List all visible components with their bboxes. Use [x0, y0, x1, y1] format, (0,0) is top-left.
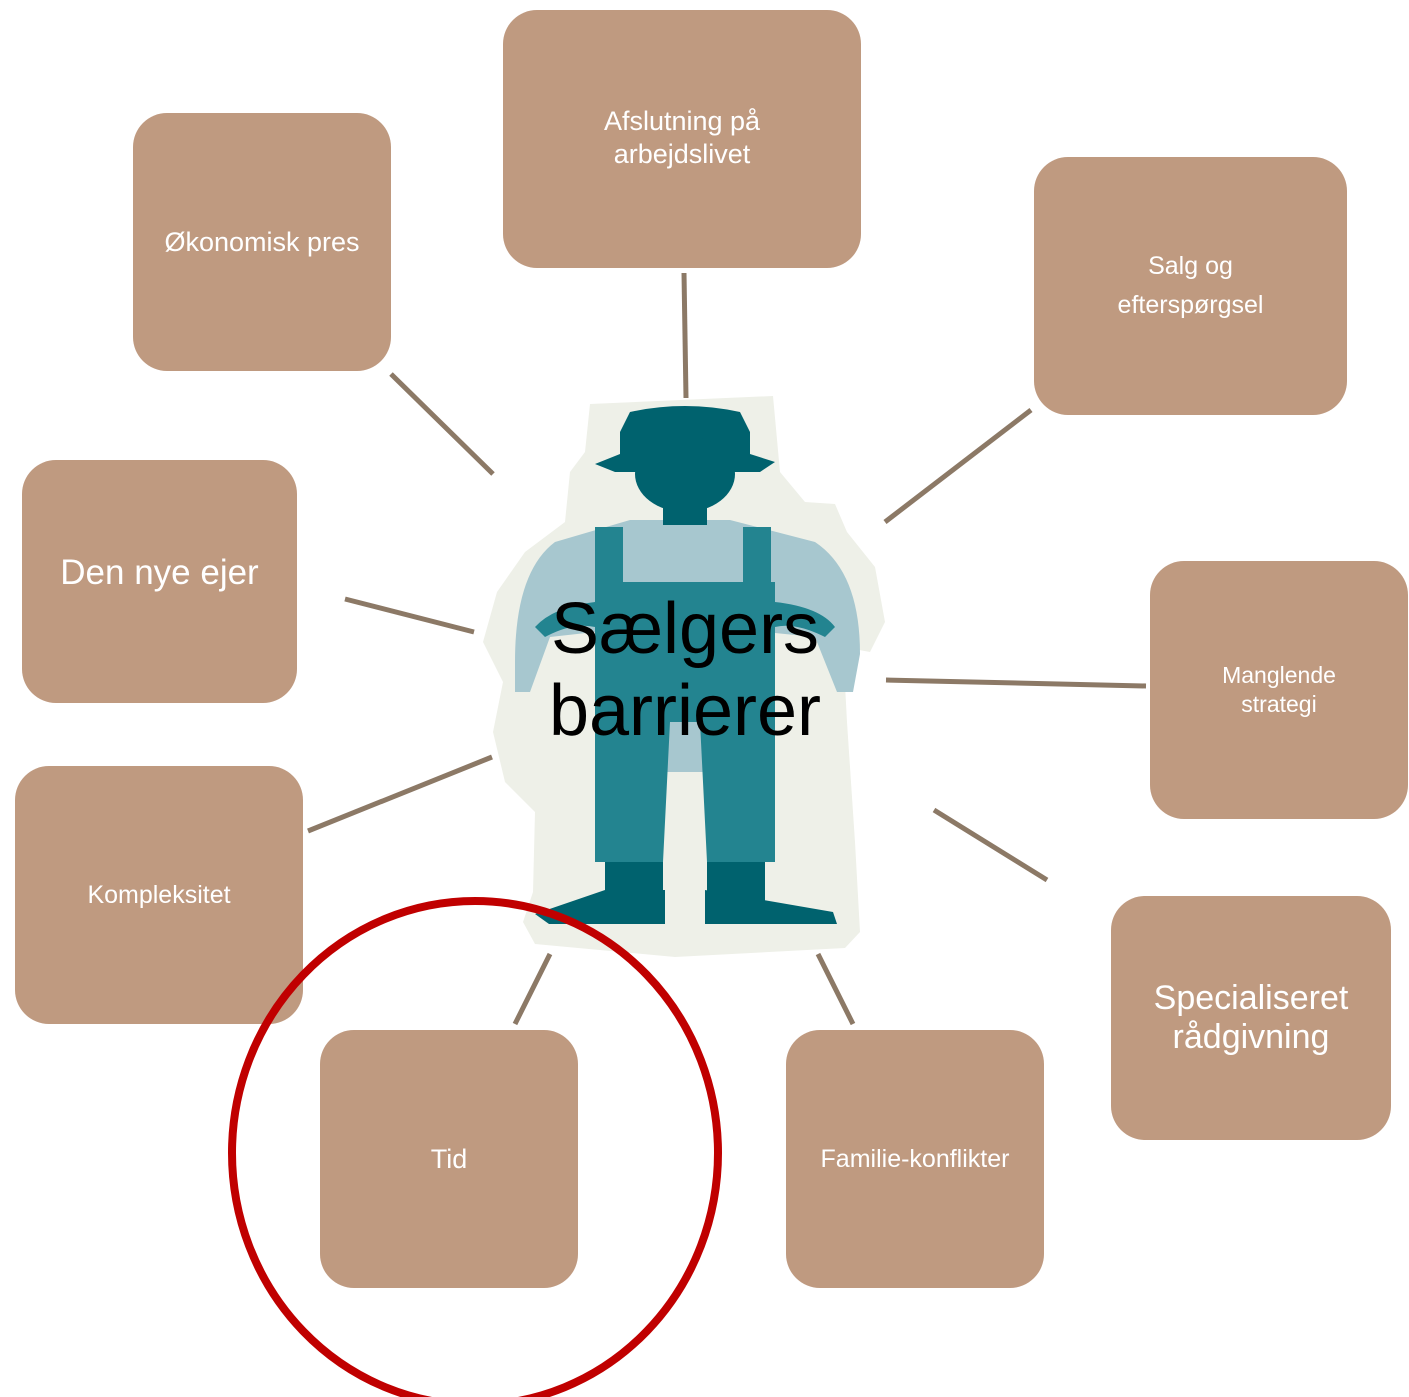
farmer-figure-icon — [483, 396, 885, 957]
node-familie-label: Familie-konflikter — [820, 1144, 1010, 1173]
connector-salg — [883, 408, 1033, 524]
connector-specialiseret — [932, 807, 1049, 883]
node-den-nye-ejer-label: Den nye ejer — [60, 553, 259, 592]
connector-manglende-strategi — [885, 677, 1147, 689]
node-tid-label: Tid — [430, 1143, 468, 1174]
node-specialiseret-label: Specialiseret rådgivning — [1153, 978, 1349, 1056]
connector-familie — [815, 952, 856, 1026]
node-den-nye-ejer: Den nye ejer — [22, 460, 297, 703]
node-kompleksitet-label: Kompleksitet — [87, 880, 231, 909]
connector-afslutning — [681, 272, 689, 399]
node-specialiseret: Specialiseret rådgivning — [1111, 896, 1391, 1140]
node-okonomisk: Økonomisk pres — [133, 113, 391, 371]
connector-okonomisk — [389, 372, 495, 476]
connector-den-nye-ejer — [344, 596, 475, 635]
center-title: Sælgers barrierer — [548, 589, 822, 752]
node-okonomisk-label: Økonomisk pres — [164, 226, 360, 257]
node-familie: Familie-konflikter — [786, 1030, 1044, 1288]
connector-kompleksitet — [307, 754, 493, 834]
node-afslutning-label: Afslutning på arbejdslivet — [603, 106, 761, 169]
node-afslutning: Afslutning på arbejdslivet — [503, 10, 861, 268]
connector-tid — [512, 952, 553, 1026]
node-tid: Tid — [320, 1030, 578, 1288]
node-kompleksitet: Kompleksitet — [15, 766, 303, 1024]
node-salg: Salg og efterspørgsel — [1034, 157, 1347, 415]
node-salg-label: Salg og efterspørgsel — [1117, 252, 1264, 319]
node-manglende-strategi: Manglende strategi — [1150, 561, 1408, 819]
node-manglende-strategi-label: Manglende strategi — [1222, 662, 1336, 717]
